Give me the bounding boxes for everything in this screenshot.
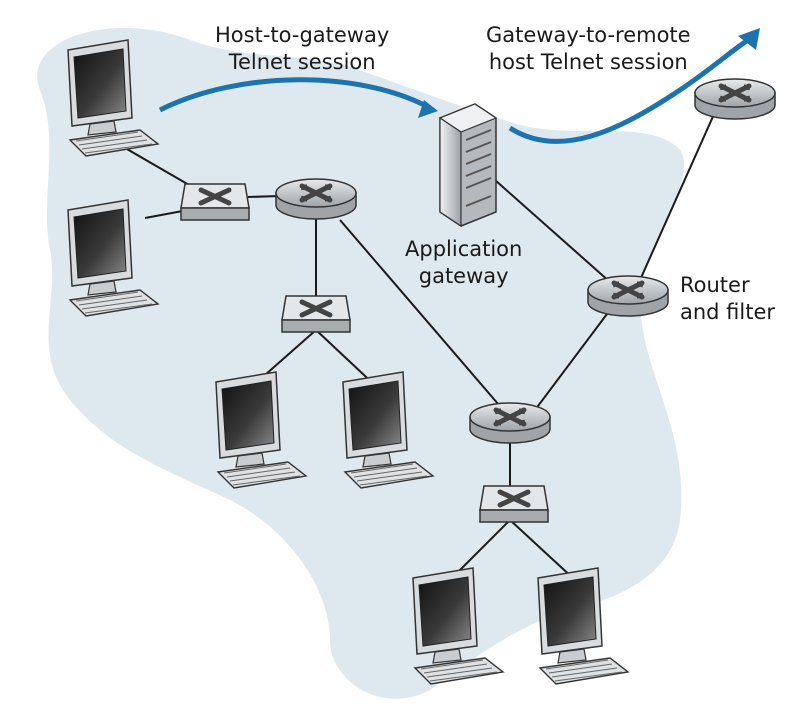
gateway-to-remote-line-1: Gateway-to-remote (486, 23, 691, 47)
router-icon (695, 79, 775, 119)
application-gateway-line-2: gateway (418, 264, 509, 288)
router-filter-line-1: Router (680, 273, 750, 297)
remote-telnet-session-arrow (508, 37, 750, 144)
router-filter-icon (588, 276, 668, 316)
router-icon (276, 179, 356, 219)
application-gateway-label: Application gateway (405, 236, 522, 290)
switch-icon (282, 296, 350, 332)
switch-icon (480, 486, 548, 522)
router-filter-line-2: and filter (680, 300, 776, 324)
server-icon (438, 103, 498, 228)
application-gateway-line-1: Application (405, 237, 523, 261)
telnet-session-arrow (158, 77, 432, 113)
host-to-gateway-line-1: Host-to-gateway (215, 23, 390, 47)
remote-telnet-session-arrowhead (738, 28, 760, 50)
gateway-to-remote-line-2: host Telnet session (488, 50, 688, 74)
switch-icon (181, 184, 249, 220)
router-icon (470, 403, 550, 443)
gateway-to-remote-label: Gateway-to-remote host Telnet session (486, 22, 691, 76)
host-to-gateway-line-2: Telnet session (228, 50, 376, 74)
telnet-session-arrowhead-gateway (418, 100, 438, 118)
host-to-gateway-label: Host-to-gateway Telnet session (215, 22, 389, 76)
router-filter-label: Router and filter (680, 272, 775, 326)
